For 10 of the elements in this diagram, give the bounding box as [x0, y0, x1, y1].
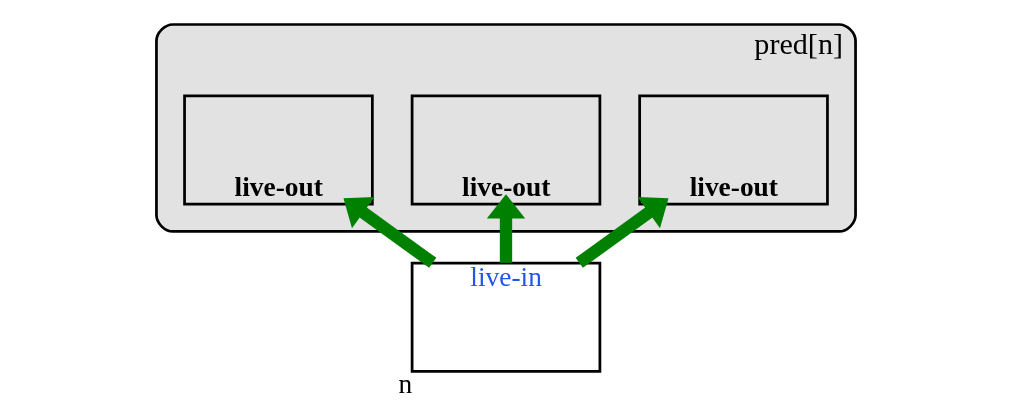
node-box: live-out: [182, 94, 374, 206]
arrow: [343, 197, 436, 268]
node-box: live-out: [637, 94, 829, 206]
arrow: [486, 194, 525, 263]
cluster: [154, 23, 857, 233]
arrow: [575, 197, 668, 268]
node-label: n: [397, 369, 412, 400]
node-box: live-out: [410, 94, 601, 206]
node-box: live-in: [410, 261, 601, 373]
node-label: pred[n]: [753, 27, 843, 62]
